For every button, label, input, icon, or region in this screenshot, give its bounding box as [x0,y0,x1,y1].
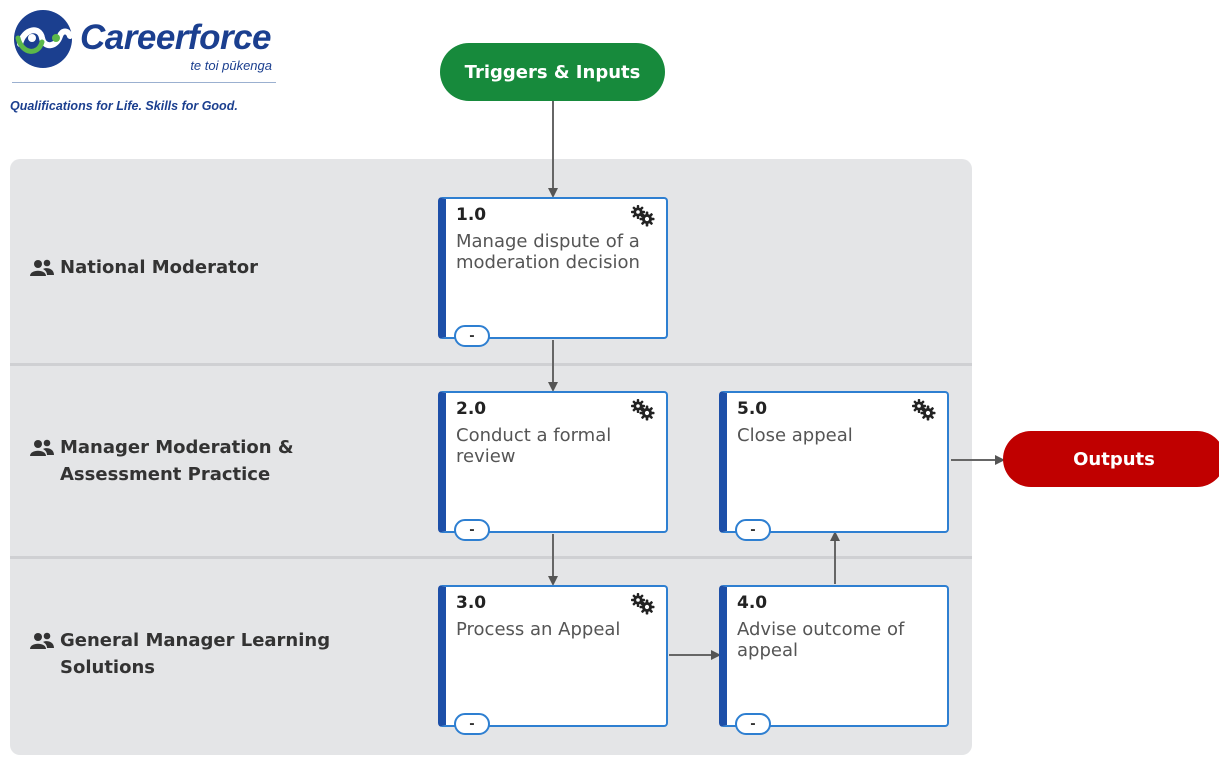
collapse-toggle[interactable]: - [454,325,490,347]
lane-label-general-manager: General Manager Learning Solutions [30,627,330,681]
collapse-toggle[interactable]: - [454,713,490,735]
activity-box-4[interactable]: 4.0 Advise outcome of appeal - [719,585,949,735]
activity-box-1[interactable]: 1.0 Manage dispute of a moderation decis… [438,197,668,347]
activity-number: 1.0 [456,205,487,225]
gears-icon [631,205,655,227]
logo-divider [12,82,276,83]
careerforce-logo-mark-icon [14,10,73,68]
logo-name: Careerforce [80,18,272,57]
lane-label-line: Solutions [60,657,155,678]
logo-subtitle: te toi pūkenga [190,58,272,73]
people-icon [30,439,54,456]
careerforce-logo: Careerforce te toi pūkenga Qualification… [10,8,280,118]
activity-box-5[interactable]: 5.0 Close appeal - [719,391,949,541]
activity-title: Manage dispute of a moderation decision [456,231,640,273]
people-icon [30,632,54,649]
lane-divider [10,556,972,559]
gears-icon [631,593,655,615]
activity-box-3[interactable]: 3.0 Process an Appeal - [438,585,668,735]
lane-label-line: National Moderator [60,257,258,278]
logo-tagline: Qualifications for Life. Skills for Good… [10,99,238,113]
activity-title: Process an Appeal [456,619,621,640]
activity-title: Close appeal [737,425,853,446]
outputs-label: Outputs [1073,448,1155,470]
activity-number: 4.0 [737,593,768,613]
lane-label-manager-moderation: Manager Moderation & Assessment Practice [30,434,294,488]
lane-label-line: Manager Moderation & [60,437,294,458]
lane-label-line: Assessment Practice [60,464,271,485]
activity-number: 2.0 [456,399,487,419]
lane-label-national-moderator: National Moderator [30,254,258,281]
activity-number: 5.0 [737,399,768,419]
triggers-inputs-terminator[interactable]: Triggers & Inputs [440,43,665,101]
activity-number: 3.0 [456,593,487,613]
triggers-inputs-label: Triggers & Inputs [464,61,641,83]
activity-title: Conduct a formal review [456,425,612,467]
lane-divider [10,363,972,366]
activity-title: Advise outcome of appeal [737,619,905,661]
activity-box-2[interactable]: 2.0 Conduct a formal review - [438,391,668,541]
people-icon [30,259,54,276]
gears-icon [631,399,655,421]
collapse-toggle[interactable]: - [454,519,490,541]
lane-label-line: General Manager Learning [60,630,331,651]
collapse-toggle[interactable]: - [735,519,771,541]
gears-icon [912,399,936,421]
outputs-terminator[interactable]: Outputs [1003,431,1219,487]
collapse-toggle[interactable]: - [735,713,771,735]
